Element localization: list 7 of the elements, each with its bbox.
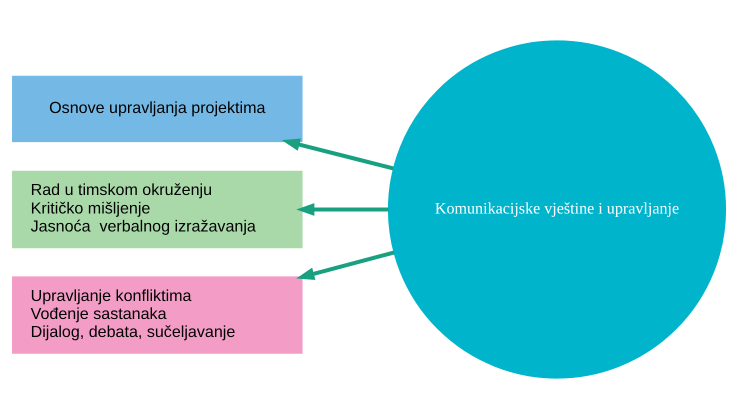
- arrow: [296, 202, 388, 216]
- node-box: Rad u timskom okruženju Kritičko mišljenje Jasnoća verbalnog izražavanja: [12, 170, 303, 248]
- arrow: [282, 138, 394, 170]
- node-circle: Komunikacijske vještine i upravljanje: [388, 40, 726, 378]
- arrow: [296, 250, 394, 280]
- node-box: Upravljanje konfliktima Vođenje sastanaka Dijalog, debata, sučeljavanje: [12, 276, 303, 354]
- node-box: Osnove upravljanja projektima: [12, 75, 303, 142]
